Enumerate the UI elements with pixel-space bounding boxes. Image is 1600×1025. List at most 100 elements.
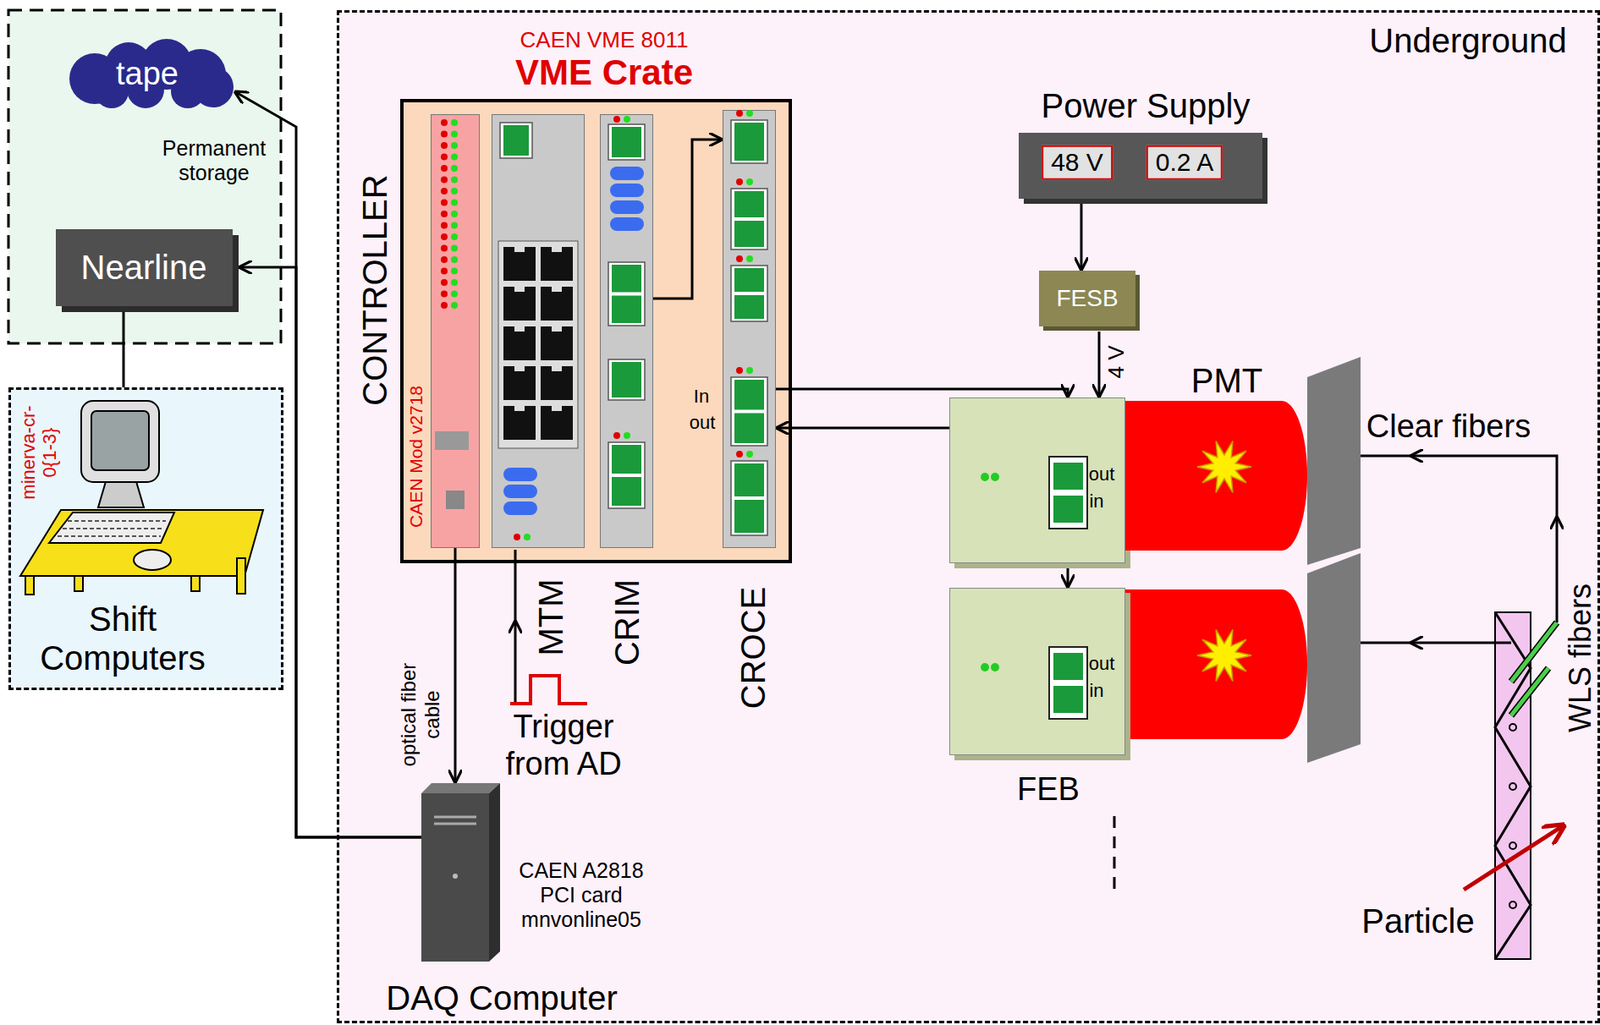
shape-rect (551, 247, 562, 253)
connector (122, 312, 126, 388)
text-label: in (1088, 680, 1104, 702)
text-label: out (689, 412, 716, 434)
shape-rect (498, 241, 578, 449)
shape-rect (25, 576, 34, 595)
shape-rect (1053, 686, 1084, 714)
shape-dot (513, 533, 521, 541)
shape-rect (734, 413, 765, 445)
node-artwork (421, 783, 501, 963)
shape-rect (551, 406, 562, 412)
shape-rect (1053, 495, 1084, 523)
shape-dot (450, 131, 458, 138)
text-label: Underground (1369, 21, 1568, 61)
shape-rect (611, 477, 642, 506)
shape-dot (440, 187, 448, 195)
connector (1080, 203, 1084, 271)
shape-dot (623, 432, 631, 440)
wire-path (1360, 455, 1415, 458)
shape-rect (731, 120, 768, 164)
text-label: minerva-cr-0{1-3} (17, 395, 61, 511)
connector-label: 4 V (1104, 345, 1130, 379)
front-end-board: outin (949, 397, 1126, 564)
shape-dot (980, 663, 990, 672)
shape-dot (440, 153, 448, 161)
shape-dot (440, 233, 448, 241)
shape-rect (610, 166, 644, 181)
shape-dot (1509, 724, 1517, 732)
annotation-label: WLS fibers (1565, 583, 1596, 733)
shape-rect (514, 286, 525, 292)
connector-label: optical fiber cable (396, 651, 444, 779)
node-artwork (430, 114, 480, 549)
shape-dot (980, 472, 990, 482)
shape-rect (1049, 456, 1088, 529)
connector (653, 139, 723, 299)
shape-dot (450, 119, 458, 127)
connector (238, 267, 422, 838)
text-label: Permanent storage (146, 136, 282, 186)
wire-path (1411, 456, 1557, 522)
shape-dot (452, 874, 458, 880)
nearline-server: Nearline (55, 229, 233, 307)
text-label: FESB (1055, 285, 1118, 313)
shape-dot (440, 119, 448, 127)
connector (775, 389, 1068, 398)
shape-dot (746, 255, 754, 263)
shift-computers-region: minerva-cr-0{1-3} Shift Computers (8, 387, 284, 691)
storage-cloud: tapePermanent storage (60, 40, 235, 108)
connector (234, 91, 422, 838)
shape-rect (81, 401, 160, 483)
shape-dot (736, 109, 743, 117)
annotation-label: Particle (1361, 901, 1474, 941)
node-artwork (722, 109, 776, 549)
shape-rect (734, 379, 765, 411)
shape-polygon (20, 510, 264, 577)
shape-dot (736, 255, 743, 263)
shape-dot (440, 176, 448, 184)
daq-computer: CAEN A2818 PCI card mnvonline05DAQ Compu… (421, 783, 501, 963)
shape-rect (500, 122, 533, 159)
wire-path (434, 817, 477, 825)
shape-rect (503, 406, 536, 440)
text-label: In (693, 385, 710, 407)
shape-dot (1509, 901, 1517, 909)
text-label: tape (115, 55, 179, 94)
shape-rect (503, 366, 536, 401)
text-label: PMT (1191, 361, 1263, 401)
shape-rect (611, 445, 642, 474)
shape-rect (8, 387, 284, 691)
shape-rect (734, 500, 765, 534)
shape-dot (736, 178, 743, 186)
text-label: CAEN Mod v2718 (406, 385, 427, 528)
shape-rect (540, 366, 573, 401)
text-label: out (1088, 463, 1116, 485)
wire-line (1113, 816, 1117, 898)
text-label: Shift Computers (21, 599, 225, 678)
annotation-label: Clear fibers (1366, 408, 1531, 446)
shape-dot (450, 279, 458, 286)
shape-dot (450, 164, 458, 172)
text-label: VME Crate (515, 52, 693, 94)
shape-rect (514, 247, 525, 253)
shape-rect (540, 406, 573, 440)
croce-module: CROCEInout (722, 109, 776, 549)
shape-dot (440, 245, 448, 253)
text-label: CROCE (733, 587, 773, 710)
shape-rect (734, 268, 765, 292)
shape-rect (503, 484, 538, 499)
shape-dot (450, 256, 458, 264)
shape-dot (440, 199, 448, 207)
wire-path (514, 549, 517, 627)
front-end-board: outinFEB (949, 588, 1126, 756)
shape-rect (611, 126, 642, 158)
wire-path (1360, 642, 1415, 645)
text-label: out (1088, 653, 1116, 675)
text-label: 48 V (1041, 145, 1113, 181)
wire-line (1511, 668, 1549, 716)
shape-dot (623, 115, 631, 123)
shape-rect (540, 247, 573, 281)
shape-rect (503, 467, 538, 482)
fesb-board: FESB (1039, 270, 1136, 327)
wire-line (1463, 825, 1564, 891)
connector (1098, 331, 1101, 398)
